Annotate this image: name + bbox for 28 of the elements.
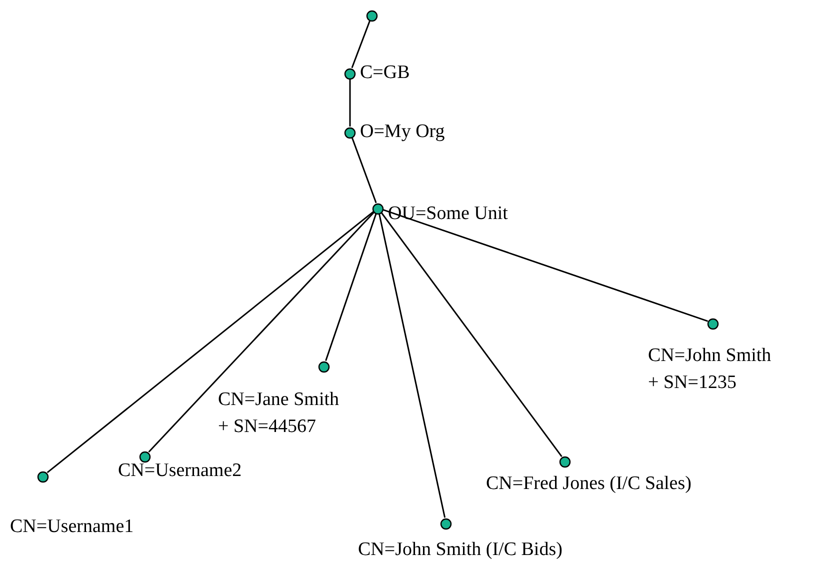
node-dot: [372, 202, 384, 214]
node-label: CN=Username2: [118, 459, 242, 483]
connector-line: [378, 213, 446, 518]
node-label: OU=Some Unit: [388, 202, 508, 226]
node-dot: [366, 9, 378, 21]
connector-line: [351, 20, 371, 68]
node-dot: [318, 360, 330, 372]
node-dot: [344, 126, 356, 138]
node-dot: [139, 450, 151, 462]
node-label: CN=John Smith (I/C Bids): [358, 538, 562, 562]
connector-line: [148, 212, 375, 452]
node-label: CN=Fred Jones (I/C Sales): [486, 472, 692, 496]
node-label: CN=John Smith + SN=1235: [648, 344, 772, 395]
node-dot: [440, 517, 452, 529]
node-dot: [37, 470, 49, 482]
node-dot: [707, 317, 719, 329]
node-dot: [344, 67, 356, 79]
node-label: CN=Jane Smith + SN=44567: [218, 388, 340, 439]
connector-line: [349, 78, 351, 126]
node-label: CN=Username1: [10, 515, 134, 539]
node-dot: [559, 455, 571, 467]
node-label: O=My Org: [360, 120, 445, 144]
node-label: C=GB: [360, 61, 410, 85]
connector-line: [46, 210, 374, 474]
connector-line: [351, 136, 377, 204]
connector-line: [382, 209, 708, 322]
connector-line: [325, 212, 377, 362]
connector-line: [380, 212, 562, 458]
